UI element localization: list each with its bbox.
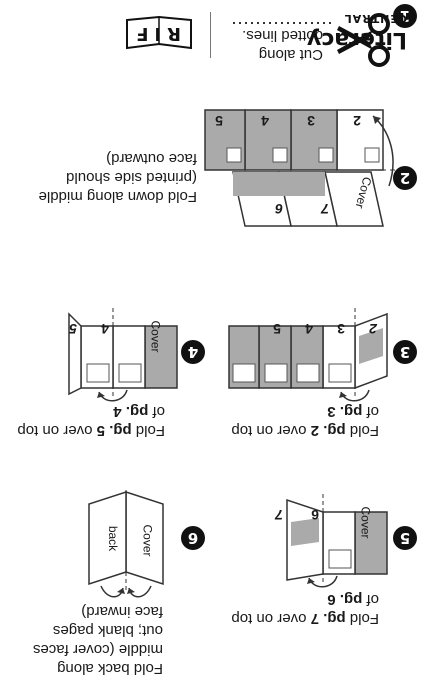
step-4-badge: 4 [181,340,205,364]
page-4-label-step3: 4 [305,321,313,337]
page-4-label-step4: 4 [101,321,109,337]
cover-label-step5: Cover [358,506,373,539]
step-5-booklet-diagram [286,492,388,588]
page-3-label-step2: 3 [307,113,315,129]
step-5-badge: 5 [393,526,417,550]
step-2-booklet-diagram [204,109,395,227]
step-2-text: Fold down along middle (printed side sho… [38,150,197,205]
scissors-icon [337,13,390,67]
cover-label-step4: Cover [148,320,163,353]
step-4-text: Fold pg. 5 over on top of pg. 4 [17,403,165,439]
step-2-badge: 2 [393,166,417,190]
step-6-text: Fold back along middle (cover faces out;… [32,603,163,677]
step-3-text: Fold pg. 2 over on top of pg. 3 [231,403,379,439]
page-7-label-step2: 7 [321,201,329,217]
page-2-label-step3: 2 [369,321,377,337]
step-3-booklet-diagram [228,306,388,402]
page-2-label-step2: 2 [353,113,361,129]
page-7-label-step5: 7 [275,507,283,523]
page-5-label-step4: 5 [69,321,77,337]
step-5-text: Fold pg. 7 over on top of pg. 6 [231,591,379,627]
brand-big: Literacy [306,27,407,52]
page-6-label-step5: 6 [311,507,319,523]
step-3-badge: 3 [393,340,417,364]
page-3-label-step3: 3 [337,321,345,337]
page-5-label-step3: 5 [273,321,281,337]
page-5-label-step2: 5 [215,113,223,129]
step-4-booklet-diagram [68,306,178,402]
cover-label-step6: Cover [140,524,155,557]
step-6-badge: 6 [181,526,205,550]
logo-divider [210,12,211,58]
dotted-cut-line [233,22,331,24]
page-4-label-step2: 4 [261,113,269,129]
rif-logo: RIF [125,15,193,50]
rif-text: RIF [130,23,181,44]
page-6-label-step2: 6 [275,201,283,217]
brand-small: CENTRAL [343,12,407,25]
step-6-booklet-diagram [88,490,164,598]
book-icon [126,15,192,50]
back-label-step6: back [105,525,120,552]
